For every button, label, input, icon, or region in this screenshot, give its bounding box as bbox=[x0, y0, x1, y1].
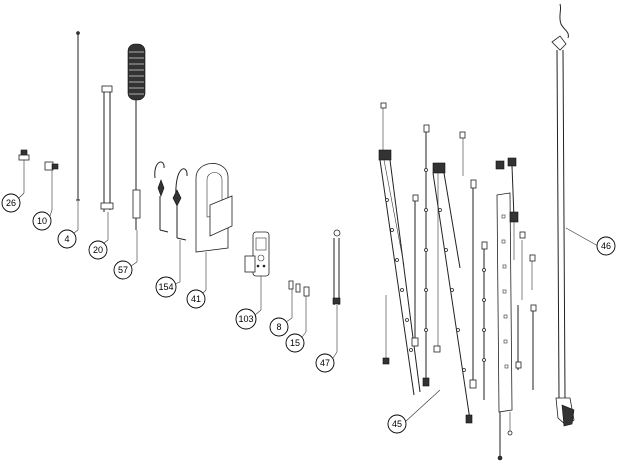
callout-47[interactable]: 47 bbox=[315, 351, 338, 373]
part-10-connector bbox=[44, 161, 59, 210]
callout-10-label: 10 bbox=[37, 216, 47, 226]
callout-103[interactable]: 103 bbox=[235, 308, 262, 330]
part-4-rod bbox=[76, 31, 80, 230]
callout-46[interactable]: 46 bbox=[596, 236, 616, 256]
part-20-rail bbox=[100, 85, 114, 240]
callout-20[interactable]: 20 bbox=[88, 239, 109, 260]
callout-26-label: 26 bbox=[6, 198, 16, 208]
part-8-pins bbox=[288, 280, 301, 318]
callout-8[interactable]: 8 bbox=[269, 317, 293, 337]
callout-20-label: 20 bbox=[93, 245, 103, 255]
part-26-clamp bbox=[18, 149, 30, 193]
callout-10[interactable]: 10 bbox=[32, 209, 53, 231]
callout-45-label: 45 bbox=[392, 419, 402, 429]
callout-4[interactable]: 4 bbox=[57, 229, 79, 249]
callout-154-label: 154 bbox=[158, 282, 173, 292]
callout-15-label: 15 bbox=[290, 338, 300, 348]
callout-46-label: 46 bbox=[601, 241, 611, 251]
callout-103-label: 103 bbox=[238, 314, 253, 324]
callout-47-label: 47 bbox=[320, 358, 330, 368]
callout-26[interactable]: 26 bbox=[1, 192, 25, 213]
callout-45[interactable]: 45 bbox=[387, 414, 407, 434]
part-46-pole bbox=[551, 3, 599, 427]
callout-41-label: 41 bbox=[191, 294, 201, 304]
part-47-tube bbox=[332, 229, 341, 352]
part-154-hooks bbox=[154, 161, 188, 282]
callout-4-label: 4 bbox=[64, 234, 69, 244]
callout-15[interactable]: 15 bbox=[285, 331, 307, 353]
callout-8-label: 8 bbox=[276, 322, 281, 332]
part-57-brush bbox=[127, 43, 146, 262]
part-41-panel bbox=[195, 163, 233, 290]
callout-41[interactable]: 41 bbox=[186, 289, 207, 309]
part-15-blocks bbox=[303, 286, 310, 332]
callout-57[interactable]: 57 bbox=[113, 260, 138, 280]
part-45-harness bbox=[378, 102, 537, 461]
callout-57-label: 57 bbox=[118, 265, 128, 275]
callout-154[interactable]: 154 bbox=[155, 276, 181, 298]
part-103-controller bbox=[244, 231, 270, 310]
